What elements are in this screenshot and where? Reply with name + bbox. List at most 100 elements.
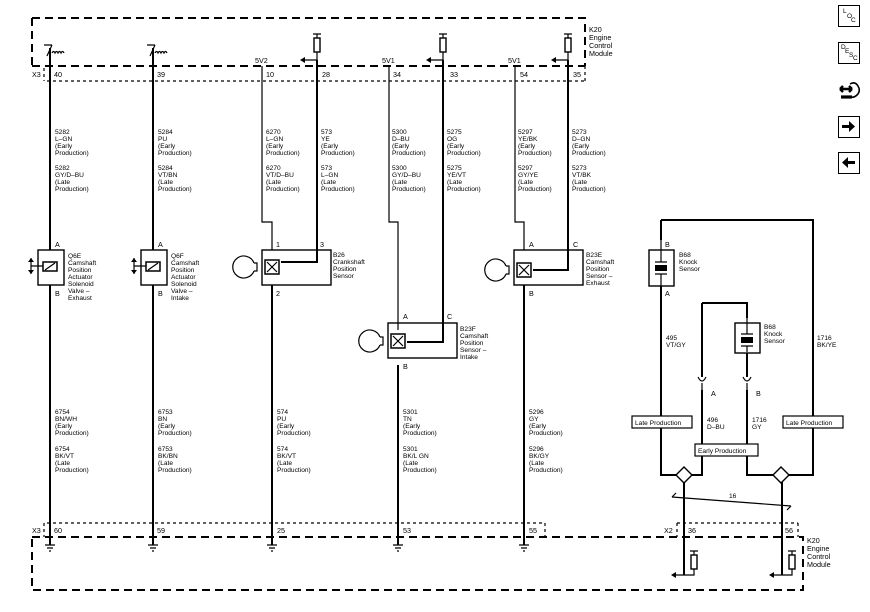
label-text: 6270 (266, 165, 281, 172)
wire-1716-gy-color: GY (752, 424, 762, 431)
pin-39: 39 (157, 70, 165, 79)
reluctor-wheel-icon (232, 255, 258, 279)
label-text: C (447, 312, 452, 321)
previous-page-button[interactable] (838, 152, 860, 174)
connector-x2-bottom: X2 (664, 526, 673, 535)
label-text: 6270 (266, 129, 281, 136)
low-side-driver-icon (147, 44, 168, 57)
connector-b-icon (742, 376, 752, 390)
wires (49, 48, 569, 545)
label-text: (Late (321, 179, 336, 186)
arrow-left-icon (842, 157, 855, 168)
module-label-bottom-2: Engine (807, 544, 829, 553)
label-text: (Early (518, 143, 536, 150)
pullup-resistor-icon (551, 33, 572, 63)
label-text: Position (171, 267, 195, 274)
tag-late-production-right: Late Production (782, 415, 844, 429)
label-text: Production) (447, 150, 481, 157)
label-text: Position (68, 267, 92, 274)
label-text: Sensor – (460, 347, 487, 354)
label-text: 6754 (55, 409, 70, 416)
label-text: 5282 (55, 165, 70, 172)
twisted-pair-indicator: 16 (671, 492, 792, 511)
label-text: Camshaft (586, 259, 614, 266)
label-text: Intake (460, 354, 478, 361)
label-text: (Early (158, 423, 176, 430)
label-text: (Late (158, 460, 173, 467)
label-text: BK/GY (529, 453, 550, 460)
b23e-camshaft-sensor-exhaust: A C B B23E Camshaft Position Sensor – Ex… (484, 240, 614, 298)
pin-60: 60 (54, 526, 62, 535)
label-text: Production) (266, 186, 300, 193)
label-text: 2 (276, 289, 280, 298)
label-text: GY/D–BU (55, 172, 84, 179)
label-text: 5301 (403, 446, 418, 453)
pin-36: 36 (688, 526, 696, 535)
label-text: Camshaft (460, 333, 488, 340)
label-text: Solenoid (68, 281, 94, 288)
wire-1716-gy-num: 1716 (752, 417, 767, 424)
label-text: 5275 (447, 165, 462, 172)
desc-letter-2: E (845, 48, 850, 55)
pullup-resistor-icon (671, 550, 698, 578)
label-text: Late Production (786, 420, 833, 427)
connector-swap-button[interactable] (838, 80, 862, 104)
label-text: (Early (55, 143, 73, 150)
label-text: VT/BK (572, 172, 592, 179)
module-label-top-3: Control (589, 41, 613, 50)
label-text: A (665, 289, 670, 298)
label-text: D–BU (392, 136, 410, 143)
description-view-button[interactable]: D E S C (838, 42, 860, 64)
wire-496-num: 496 (707, 417, 718, 424)
label-text: (Early (266, 143, 284, 150)
label-text: Position (460, 340, 484, 347)
label-text: 5275 (447, 129, 462, 136)
label-text: L–GN (266, 136, 283, 143)
label-text: A (55, 240, 60, 249)
label-text: Production) (55, 150, 89, 157)
label-text: Production) (321, 150, 355, 157)
label-text: A (158, 240, 163, 249)
label-text: (Late (277, 460, 292, 467)
label-text: Q6E (68, 253, 82, 260)
label-text: Production) (518, 150, 552, 157)
wire-1716-num: 1716 (817, 335, 832, 342)
label-text: 5284 (158, 165, 173, 172)
desc-letter-1: D (841, 44, 846, 51)
label-text: B (665, 240, 670, 249)
location-view-button[interactable]: L O C (838, 5, 860, 27)
reluctor-wheel-icon (484, 258, 510, 282)
supply-5v1-b: 5V1 (508, 56, 521, 65)
wire-495-num: 495 (666, 335, 677, 342)
label-text: Crankshaft (333, 259, 365, 266)
label-text: TN (403, 416, 412, 423)
b23f-camshaft-sensor-intake: A C B B23F Camshaft Position Sensor – In… (358, 312, 488, 371)
label-text: 574 (277, 446, 288, 453)
label-text: Production) (277, 467, 311, 474)
label-text: YE (321, 136, 330, 143)
label-text: B26 (333, 252, 345, 259)
label-text: BK/BN (158, 453, 178, 460)
label-text: Production) (403, 430, 437, 437)
label-text: Production) (266, 150, 300, 157)
label-text: Production) (572, 186, 606, 193)
label-text: (Late (403, 460, 418, 467)
next-page-button[interactable] (838, 116, 860, 138)
pin-10: 10 (266, 70, 274, 79)
label-text: Sensor (333, 273, 355, 280)
pin-25: 25 (277, 526, 285, 535)
label-text: Knock (764, 331, 783, 338)
label-text: OG (447, 136, 457, 143)
arrow-right-icon (842, 121, 855, 132)
label-text: 5282 (55, 129, 70, 136)
label-text: (Early (277, 423, 295, 430)
label-text: Valve – (171, 288, 193, 295)
knock-sensor-circuit (660, 219, 814, 575)
label-text: 5273 (572, 129, 587, 136)
label-text: Production) (55, 430, 89, 437)
label-text: (Early (403, 423, 421, 430)
label-text: Production) (158, 186, 192, 193)
